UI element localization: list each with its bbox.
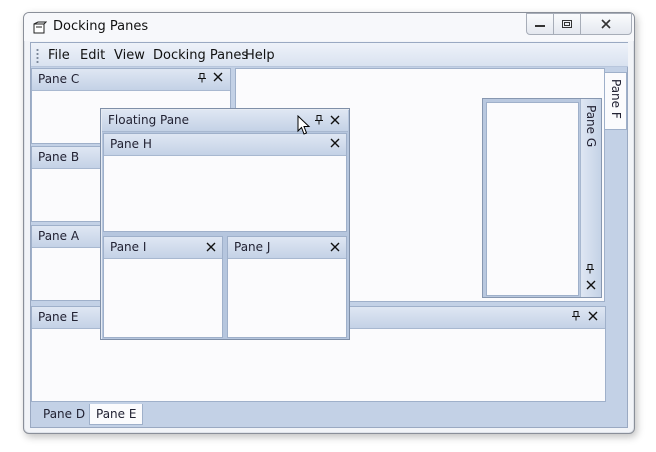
- maximize-button[interactable]: [553, 13, 581, 35]
- toolbar-grip[interactable]: [36, 48, 39, 64]
- pin-icon[interactable]: [315, 115, 324, 127]
- pane-h-title: Pane H: [110, 137, 152, 151]
- minimize-icon: [535, 25, 545, 27]
- menu-file[interactable]: File: [48, 48, 70, 63]
- pane-i: Pane I: [103, 236, 223, 338]
- menu-docking-panes[interactable]: Docking Panes: [153, 48, 249, 63]
- close-icon[interactable]: [330, 115, 340, 127]
- menu-help[interactable]: Help: [245, 48, 275, 63]
- menu-bar: [31, 43, 628, 67]
- pane-e-title: Pane E: [38, 310, 79, 324]
- pane-j-title: Pane J: [234, 240, 271, 254]
- menu-view[interactable]: View: [114, 48, 145, 63]
- pane-i-title: Pane I: [110, 240, 147, 254]
- minimize-button[interactable]: [526, 13, 554, 35]
- pane-j-caption[interactable]: Pane J: [228, 237, 346, 259]
- close-icon[interactable]: [586, 280, 596, 292]
- pane-c-title: Pane C: [38, 72, 80, 86]
- pin-icon[interactable]: [198, 73, 207, 85]
- pane-f-label: Pane F: [609, 79, 623, 119]
- pane-g-caption[interactable]: [580, 99, 601, 297]
- pane-a: Pane A: [31, 225, 101, 301]
- app-icon: [33, 21, 47, 34]
- mouse-cursor-icon: [297, 115, 311, 135]
- pane-h-caption[interactable]: Pane H: [104, 134, 346, 156]
- pane-i-caption[interactable]: Pane I: [104, 237, 222, 259]
- pane-a-caption[interactable]: Pane A: [32, 226, 100, 248]
- window-title: Docking Panes: [53, 19, 149, 34]
- maximize-icon: [562, 20, 572, 28]
- pane-c-caption[interactable]: Pane C: [32, 69, 230, 91]
- close-icon[interactable]: [330, 138, 340, 150]
- pane-g-content: [486, 102, 579, 296]
- pin-icon[interactable]: [572, 311, 581, 323]
- close-window-button[interactable]: [580, 13, 632, 35]
- pane-h: Pane H: [103, 133, 347, 232]
- pane-a-title: Pane A: [38, 229, 80, 243]
- tab-pane-f[interactable]: [605, 72, 627, 130]
- close-icon: [601, 19, 611, 29]
- close-icon[interactable]: [330, 242, 340, 254]
- pane-b-caption[interactable]: Pane B: [32, 147, 100, 169]
- pin-icon[interactable]: [586, 264, 595, 276]
- floating-pane-title: Floating Pane: [108, 113, 190, 127]
- close-icon[interactable]: [213, 72, 223, 84]
- pane-b: Pane B: [31, 146, 101, 222]
- close-icon[interactable]: [588, 311, 598, 323]
- pane-b-title: Pane B: [38, 150, 80, 164]
- pane-j: Pane J: [227, 236, 347, 338]
- floating-pane-caption[interactable]: Floating Pane: [102, 110, 348, 132]
- tab-pane-e[interactable]: Pane E: [89, 404, 144, 425]
- pane-g-title: Pane G: [584, 105, 598, 148]
- menu-edit[interactable]: Edit: [80, 48, 106, 63]
- close-icon[interactable]: [206, 242, 216, 254]
- tab-pane-d[interactable]: Pane D: [43, 407, 86, 421]
